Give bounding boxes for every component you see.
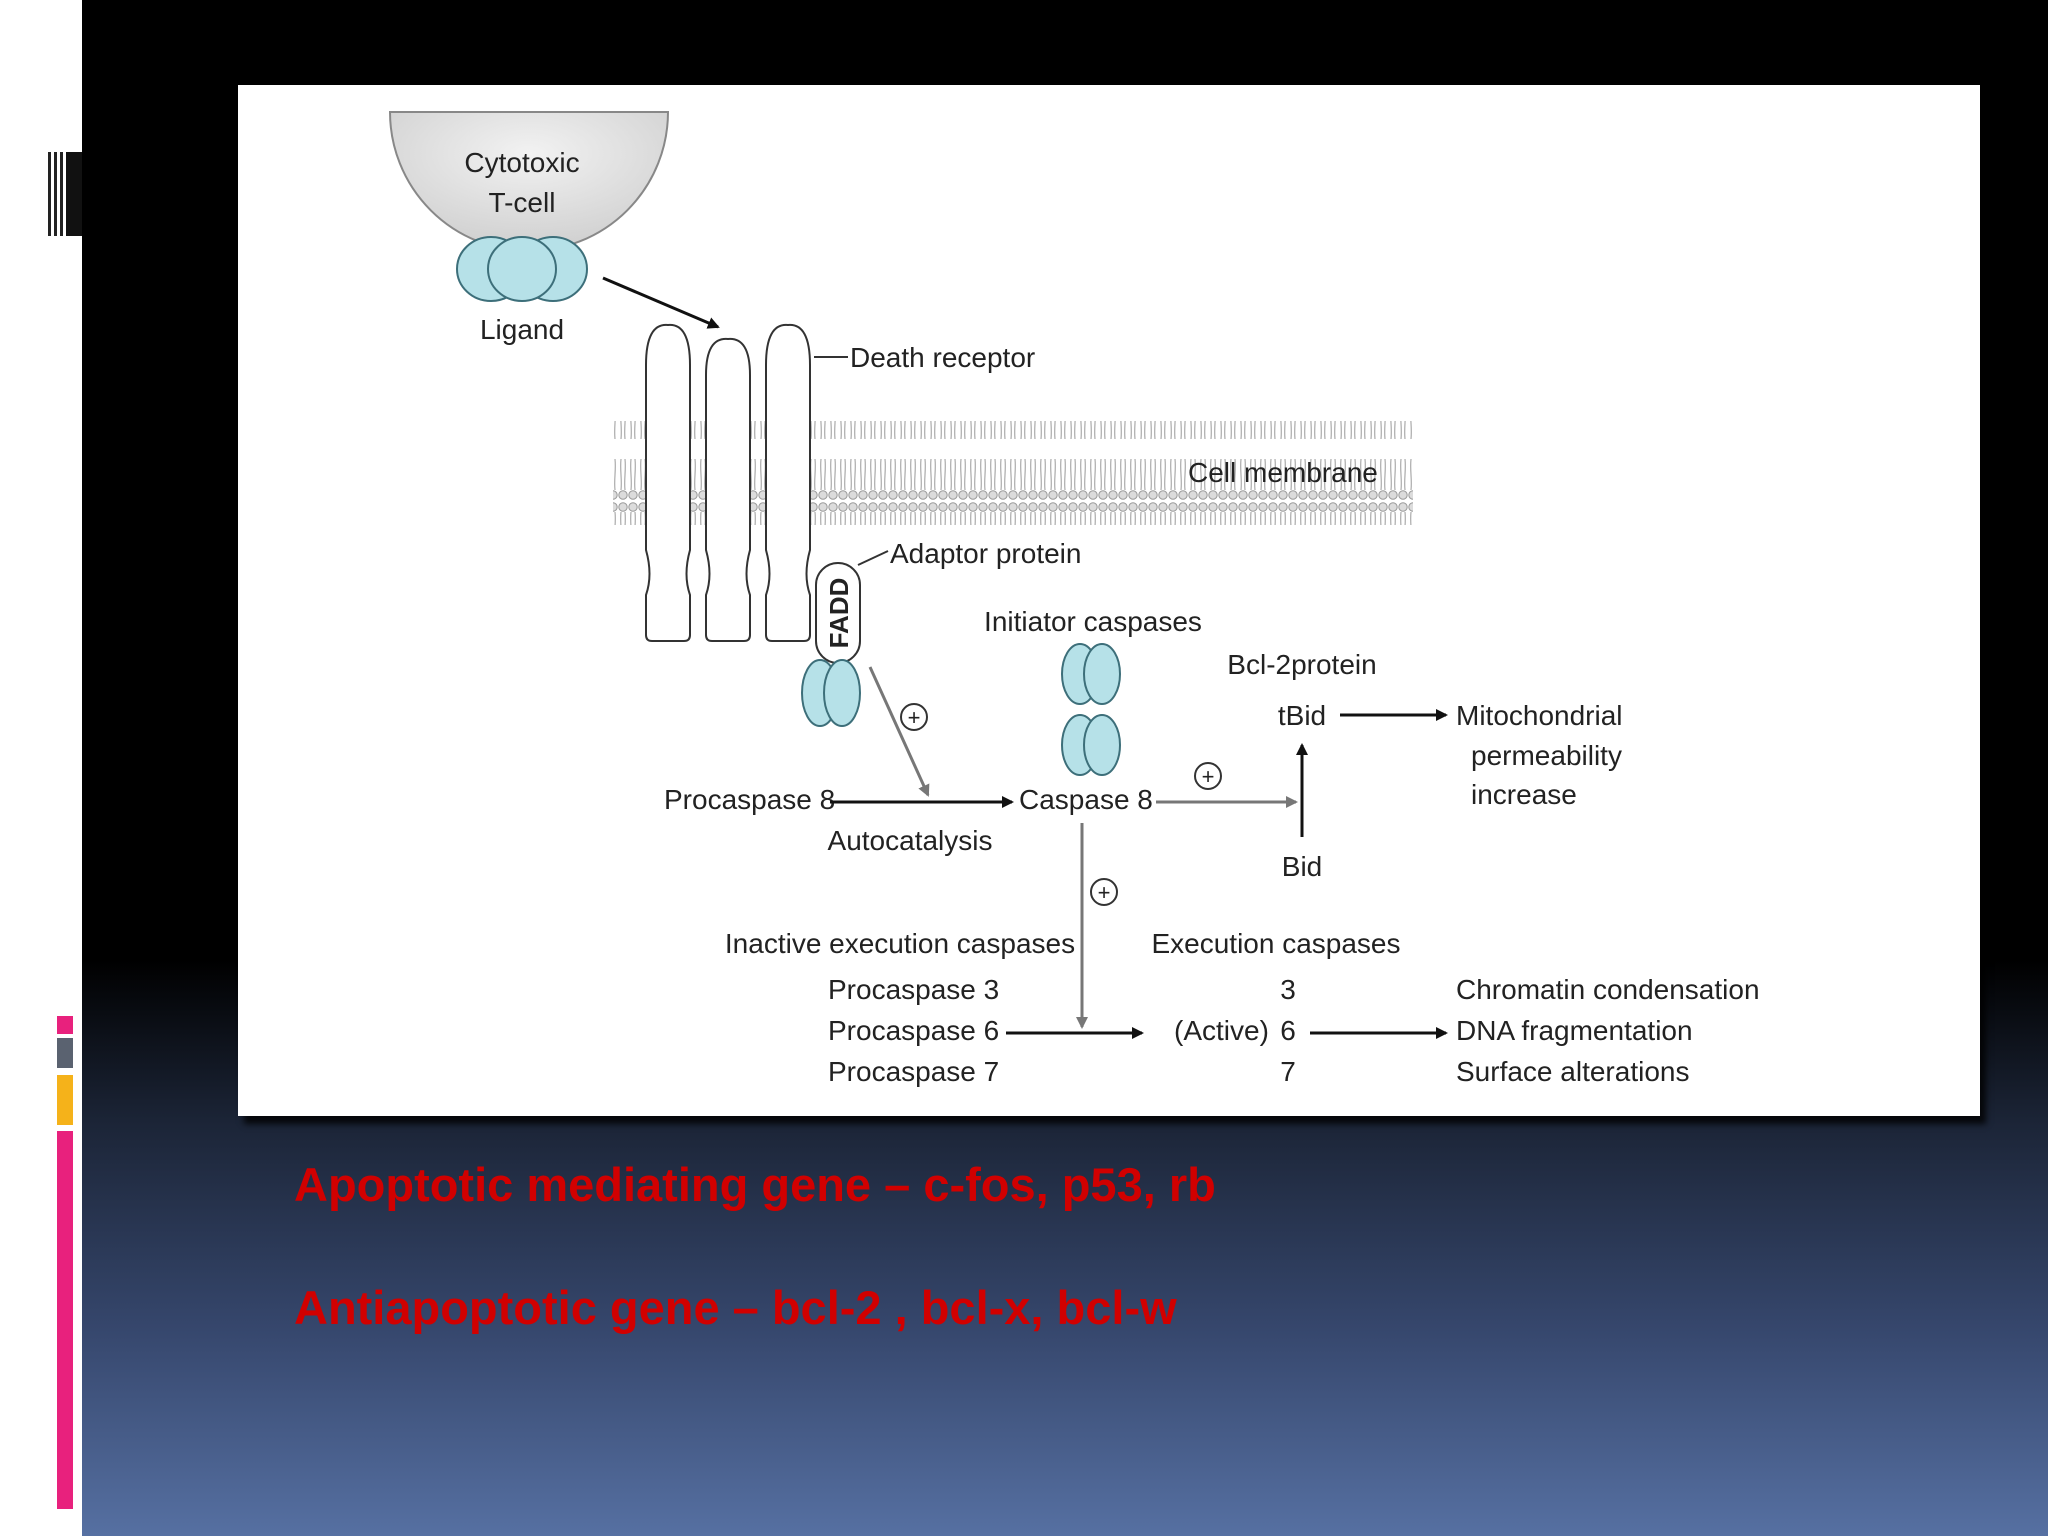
fadd-label: FADD	[824, 578, 854, 649]
tbid-label: tBid	[1278, 700, 1326, 731]
procaspase-pair	[801, 659, 861, 727]
cell-membrane-label: Cell membrane	[1188, 457, 1378, 488]
fadd-to-procaspase8-arrow	[868, 666, 930, 797]
plus-sign-2: +	[1202, 764, 1215, 789]
mito-label-line3: increase	[1471, 779, 1577, 810]
t-cell-shape	[388, 111, 670, 252]
caspase8-label: Caspase 8	[1019, 784, 1153, 815]
adaptor-protein-label: Adaptor protein	[890, 538, 1081, 569]
accent-bar-pink-small	[57, 1016, 73, 1034]
apoptotic-gene-text: Apoptotic mediating gene – c-fos, p53, r…	[294, 1158, 1216, 1211]
procaspase3-label: Procaspase 3	[828, 974, 999, 1005]
mito-label-line1: Mitochondrial	[1456, 700, 1623, 731]
figure-panel: Cytotoxic T-cell Ligand Cell membrane De…	[238, 85, 1980, 1116]
t-cell-label-line1: Cytotoxic	[464, 147, 579, 178]
initiator-caspase-pairs	[1061, 643, 1121, 776]
plus-sign-3: +	[1098, 880, 1111, 905]
decorative-bars-top	[48, 152, 82, 236]
accent-bar-orange	[57, 1075, 73, 1125]
initiator-caspases-label: Initiator caspases	[984, 606, 1202, 637]
bid-label: Bid	[1282, 851, 1322, 882]
procaspase7-label: Procaspase 7	[828, 1056, 999, 1087]
death-receptor-label: Death receptor	[850, 342, 1035, 373]
death-receptor-group	[645, 323, 811, 642]
plus-sign-1: +	[908, 705, 921, 730]
chromatin-condensation-label: Chromatin condensation	[1456, 974, 1760, 1005]
bcl2-protein-label: Bcl-2protein	[1227, 649, 1376, 680]
surface-alterations-label: Surface alterations	[1456, 1056, 1689, 1087]
dna-fragmentation-label: DNA fragmentation	[1456, 1015, 1693, 1046]
antiapoptotic-gene-text: Antiapoptotic gene – bcl-2 , bcl-x, bcl-…	[294, 1281, 1177, 1334]
ligand-protein	[456, 236, 588, 302]
execution-caspase-6: 6	[1280, 1015, 1296, 1046]
execution-caspases-label: Execution caspases	[1151, 928, 1400, 959]
accent-bar-gray	[57, 1038, 73, 1068]
ligand-arrow	[602, 276, 720, 329]
apoptosis-pathway-diagram: Cytotoxic T-cell Ligand Cell membrane De…	[388, 111, 1760, 1087]
accent-bar-pink-long	[57, 1131, 73, 1509]
active-label: (Active)	[1174, 1015, 1269, 1046]
execution-caspase-7: 7	[1280, 1056, 1296, 1087]
t-cell-label-line2: T-cell	[489, 187, 556, 218]
execution-caspase-3: 3	[1280, 974, 1296, 1005]
mito-label-line2: permeability	[1471, 740, 1622, 771]
procaspase8-label: Procaspase 8	[664, 784, 835, 815]
procaspase6-label: Procaspase 6	[828, 1015, 999, 1046]
inactive-execution-caspases-label: Inactive execution caspases	[725, 928, 1075, 959]
ligand-label: Ligand	[480, 314, 564, 345]
autocatalysis-label: Autocatalysis	[828, 825, 993, 856]
